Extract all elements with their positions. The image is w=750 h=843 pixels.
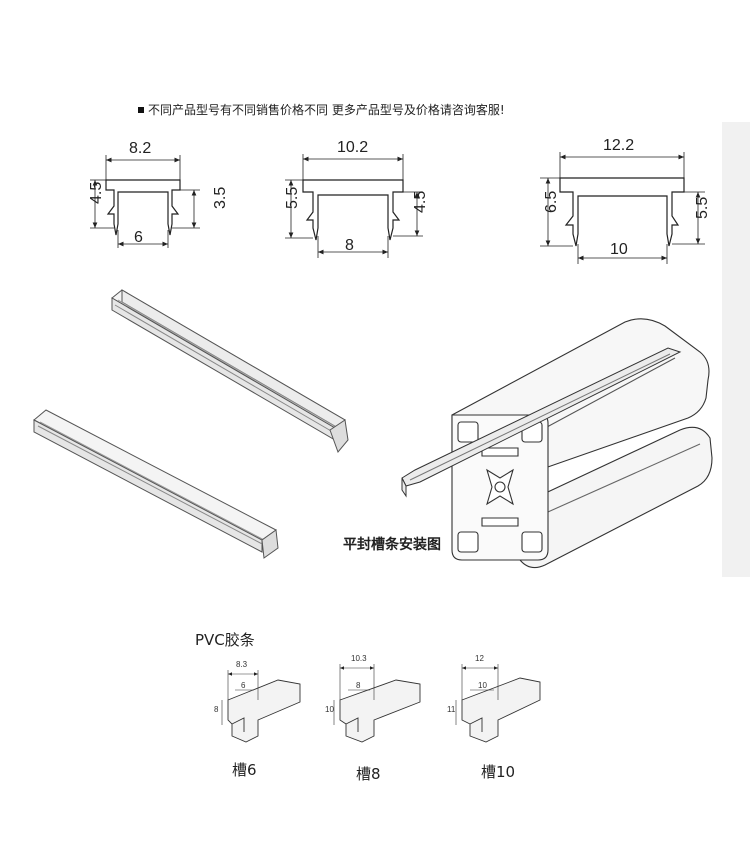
profile-2-inner-height: 4.5: [412, 191, 429, 213]
pvc-1-side: 8: [214, 705, 219, 714]
seal-strip-upper: [111, 289, 349, 453]
pvc-title: PVC胶条: [195, 631, 255, 649]
pvc-3-side: 11: [447, 705, 456, 714]
profile-1-inner-height: 3.5: [212, 187, 229, 209]
profile-1-slot: 6: [134, 229, 143, 246]
profile-2-cross-section: [285, 154, 423, 258]
installation-caption: 平封槽条安装图: [343, 537, 441, 553]
inserted-seal-strip: [401, 347, 682, 498]
profile-2-height: 5.5: [284, 187, 301, 209]
pvc-1-mid: 6: [241, 681, 246, 690]
pvc-strip-3: [455, 664, 541, 743]
notice-label: 不同产品型号有不同销售价格不同 更多产品型号及价格请咨询客服!: [148, 103, 505, 117]
pvc-strip-1: [221, 670, 301, 743]
pvc-3-mid: 10: [478, 681, 487, 690]
pvc-2-label: 槽8: [356, 765, 381, 783]
profile-3-slot: 10: [610, 241, 628, 258]
pvc-2-side: 10: [325, 705, 334, 714]
pvc-strip-2: [333, 664, 421, 743]
profile-3-width: 12.2: [603, 137, 634, 154]
profile-1-width: 8.2: [129, 140, 151, 157]
profile-3-height: 6.5: [543, 191, 560, 213]
pvc-3-label: 槽10: [481, 763, 516, 781]
bullet-square: [138, 107, 144, 113]
pvc-3-top: 12: [475, 654, 484, 663]
pvc-2-top: 10.3: [351, 654, 367, 663]
notice-text: 不同产品型号有不同销售价格不同 更多产品型号及价格请咨询客服!: [138, 101, 505, 118]
profile-1-cross-section: [90, 155, 200, 248]
pvc-1-top: 8.3: [236, 660, 248, 669]
profile-2-width: 10.2: [337, 139, 368, 156]
pvc-1-label: 槽6: [232, 761, 257, 779]
profile-3-cross-section: [540, 152, 705, 264]
pvc-2-mid: 8: [356, 681, 361, 690]
profile-3-inner-height: 5.5: [694, 197, 711, 219]
seal-strip-lower: [33, 409, 279, 559]
profile-1-height: 4.5: [88, 182, 105, 204]
profile-2-slot: 8: [345, 237, 354, 254]
aluminium-profile-assembly: [451, 122, 750, 577]
